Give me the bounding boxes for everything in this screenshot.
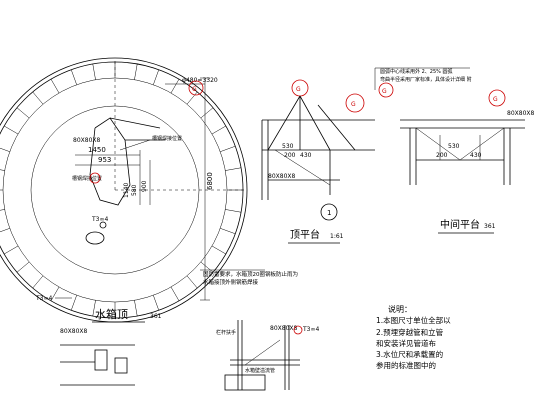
rim-tick (0, 147, 10, 152)
rim-tick (153, 295, 160, 311)
rim-tick (32, 275, 44, 289)
rim-tick (200, 107, 214, 119)
rim-tick (200, 261, 214, 273)
dim-height: 6800 (206, 172, 214, 190)
rim-tick (16, 107, 30, 119)
corner-steel: 80X80X8 (60, 328, 87, 335)
rim-tick (170, 286, 180, 301)
rim-tick (211, 125, 226, 135)
rim-tick (16, 261, 30, 273)
rim-tick (4, 125, 19, 135)
section-detail: 80X80X8 T3∞4 栏杆扶手 水箱壁溢流管 (216, 320, 319, 391)
notes-item-2: 2.预埋穿越管和立管 (376, 327, 444, 337)
rim-tick (32, 91, 44, 105)
dim-953: 953 (98, 156, 111, 164)
section-steel: 80X80X8 (270, 325, 297, 332)
rim-tick (92, 300, 96, 317)
rim-tick (50, 79, 60, 94)
top-platform: G G 1 530 200 430 80X80X8 顶平台 1:61 (261, 79, 375, 244)
rim-tick (186, 275, 198, 289)
mid-title: 中间平台 (440, 218, 480, 231)
dim-900: 900 (141, 180, 148, 192)
rim-tick (211, 245, 226, 255)
mid-dim-430: 430 (470, 152, 482, 159)
svg-text:G: G (351, 101, 356, 108)
rim-tick (220, 145, 236, 152)
steel-label-main: 80X80X8 (73, 137, 100, 144)
top-dim-200: 200 (284, 152, 296, 159)
rim-tick (153, 69, 160, 85)
top-dim-530: 530 (282, 143, 294, 150)
rim-tick (225, 167, 242, 171)
rim-tick (0, 228, 10, 233)
notes-heading: 说明： (388, 304, 412, 314)
main-scale: 361 (150, 313, 162, 320)
notes-block: 说明： 1.本图尺寸单位全部以 2.预埋穿越管和立管 和安装详见管道布 3.水位… (376, 304, 451, 370)
rim-tick (70, 295, 77, 311)
mid-steel: 80X80X8 (507, 110, 534, 117)
dim-diameter: φ480=3320 (182, 77, 218, 84)
dim-580: 580 (131, 184, 138, 196)
dim-1140: 1140 (123, 183, 130, 198)
svg-text:G: G (382, 88, 387, 95)
anno-2: 水箱接顶外侧钢筋焊接 (203, 278, 259, 286)
mid-note-1: 圆弧中心线采用外 2、25% 圆弧 (380, 68, 452, 75)
rim-tick (225, 209, 242, 213)
svg-text:G: G (192, 86, 197, 93)
top-title: 顶平台 (290, 228, 320, 241)
corner-detail: 80X80X8 (60, 328, 135, 386)
notes-item-5: 参用的标准图中的 (376, 360, 436, 370)
pipe-label-outer: T3∞4 (35, 295, 52, 302)
rim-tick (50, 286, 60, 301)
dim-1450: 1450 (88, 146, 106, 154)
inner-note-2: 槽钢焊接位置 (72, 175, 102, 182)
inner-note-1: 槽钢焊接位置 (152, 135, 182, 142)
notes-item-1: 1.本图尺寸单位全部以 (376, 315, 451, 325)
rim-tick (0, 169, 5, 171)
svg-text:G: G (296, 86, 301, 93)
top-steel: 80X80X8 (268, 173, 295, 180)
anno-1: 固防雷要求，水箱顶20圈钢板防止雨为 (203, 270, 298, 278)
section-label-b: 水箱壁溢流管 (245, 367, 275, 374)
rim-tick (134, 300, 138, 317)
mid-scale: 361 (484, 223, 496, 230)
top-scale: 1:61 (330, 233, 344, 240)
rim-tick (4, 245, 19, 255)
rim-tick (170, 79, 180, 94)
main-title: 水箱顶 (95, 307, 128, 321)
top-detail-mark: 1 (327, 209, 331, 217)
notes-item-3: 和安装详见管道布 (376, 338, 436, 348)
rim-tick (92, 63, 96, 80)
mid-platform: 圆弧中心线采用外 2、25% 圆弧 弯曲半径采用厂家标准，具体设计详细 附 G … (374, 67, 534, 234)
rim-tick (70, 69, 77, 85)
rim-tick (134, 63, 138, 80)
top-dim-430: 430 (300, 152, 312, 159)
mid-dim-200: 200 (436, 152, 448, 159)
pipe-label: T3∞4 (91, 216, 108, 223)
mid-dim-530: 530 (448, 143, 460, 150)
svg-text:G: G (493, 96, 498, 103)
section-label-a: 栏杆扶手 (216, 329, 236, 336)
rim-tick (220, 228, 236, 235)
section-pipe: T3∞4 (302, 326, 319, 333)
rim-tick (0, 209, 5, 211)
notes-item-4: 3.水位尺和承载置的 (376, 349, 443, 359)
tank-top-plan: 6800 φ480=3320 1450 953 1140 900 580 80X… (0, 57, 248, 323)
rim-tick (186, 91, 198, 105)
mid-note-2: 弯曲半径采用厂家标准，具体设计详细 附 (380, 76, 472, 83)
